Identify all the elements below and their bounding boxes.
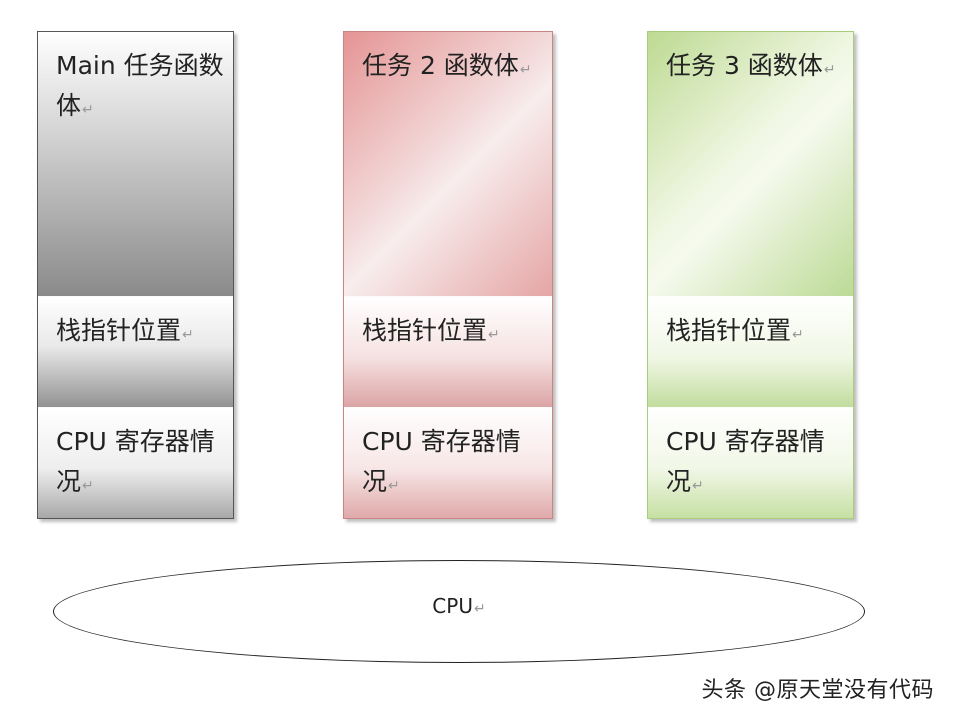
paragraph-mark-icon: ↵	[473, 601, 486, 617]
cpu-label: CPU	[432, 594, 473, 618]
task-2-column: 任务 2 函数体↵ 栈指针位置↵ CPU 寄存器情况↵	[343, 31, 553, 519]
paragraph-mark-icon: ↵	[182, 327, 194, 343]
watermark: 头条 @原天堂没有代码	[701, 678, 934, 703]
task-2-function-body-label: 任务 2 函数体	[362, 51, 519, 80]
task-2-registers-block: CPU 寄存器情况↵	[344, 407, 552, 518]
main-function-body-block: Main 任务函数体↵	[38, 32, 233, 296]
paragraph-mark-icon: ↵	[692, 478, 704, 494]
task-2-function-body-block: 任务 2 函数体↵	[344, 32, 552, 296]
paragraph-mark-icon: ↵	[823, 62, 836, 78]
cpu-ellipse: CPU↵	[53, 560, 865, 663]
task-3-column: 任务 3 函数体↵ 栈指针位置↵ CPU 寄存器情况↵	[647, 31, 854, 519]
task-3-function-body-block: 任务 3 函数体↵	[648, 32, 853, 296]
paragraph-mark-icon: ↵	[82, 478, 94, 494]
task-main-column: Main 任务函数体↵ 栈指针位置↵ CPU 寄存器情况↵	[37, 31, 234, 519]
task-3-registers-block: CPU 寄存器情况↵	[648, 407, 853, 518]
paragraph-mark-icon: ↵	[388, 478, 400, 494]
main-stack-pointer-label: 栈指针位置	[56, 316, 182, 345]
main-stack-pointer-block: 栈指针位置↵	[38, 296, 233, 407]
task-3-stack-pointer-block: 栈指针位置↵	[648, 296, 853, 407]
paragraph-mark-icon: ↵	[792, 327, 804, 343]
task-3-function-body-label: 任务 3 函数体	[666, 51, 823, 80]
task-2-registers-label: CPU 寄存器情况	[362, 427, 521, 496]
paragraph-mark-icon: ↵	[82, 102, 94, 118]
main-function-body-label: Main 任务函数体	[56, 51, 224, 120]
main-registers-block: CPU 寄存器情况↵	[38, 407, 233, 518]
task-3-registers-label: CPU 寄存器情况	[666, 427, 825, 496]
paragraph-mark-icon: ↵	[519, 62, 532, 78]
task-2-stack-pointer-block: 栈指针位置↵	[344, 296, 552, 407]
main-registers-label: CPU 寄存器情况	[56, 427, 215, 496]
task-3-stack-pointer-label: 栈指针位置	[666, 316, 792, 345]
task-2-stack-pointer-label: 栈指针位置	[362, 316, 488, 345]
paragraph-mark-icon: ↵	[488, 327, 500, 343]
